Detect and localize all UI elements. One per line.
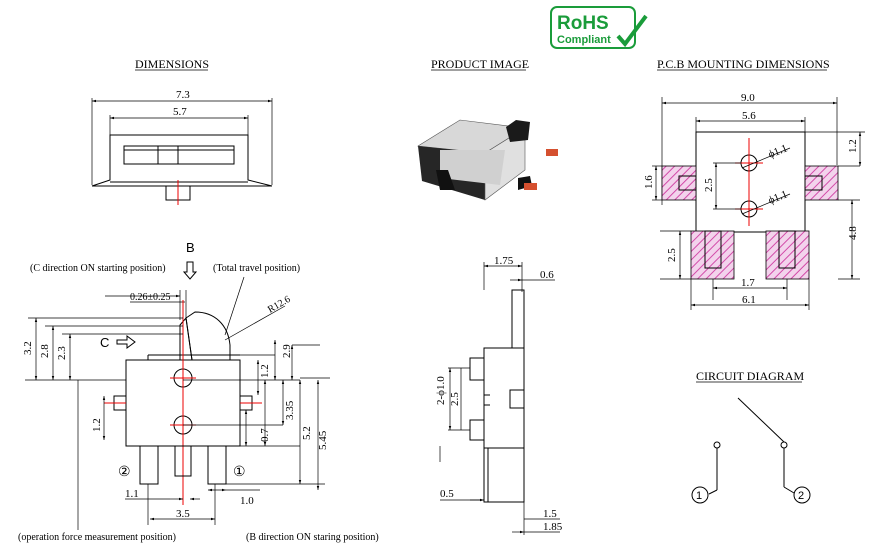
dim-1-0: 1.0 (240, 495, 254, 507)
top-view: 7.3 5.7 (91, 89, 273, 205)
phi-1: ϕ1.1 (767, 142, 790, 160)
dim-2-5a: 2.5 (703, 178, 715, 192)
dim-1-5: 1.5 (543, 508, 557, 520)
circuit-pin2: 2 (798, 490, 804, 502)
dim-2-3: 2.3 (56, 346, 68, 360)
dim-5-6: 5.6 (742, 110, 756, 122)
dim-0-7: 0.7 (259, 428, 271, 442)
heading-product-image: PRODUCT IMAGE (431, 57, 529, 71)
dim-6-1: 6.1 (742, 294, 756, 306)
pcb-view: 9.0 5.6 1.6 2.5 ϕ1.1 ϕ1.1 1.2 (643, 92, 865, 310)
b-on-label: (B direction ON staring position) (246, 532, 379, 543)
dim-5-2: 5.2 (301, 426, 313, 440)
heading-circuit: CIRCUIT DIAGRAM (696, 369, 804, 383)
tol-label: 0.26±0.25 (130, 292, 171, 303)
dim-1-7: 1.7 (741, 277, 755, 289)
front-view: B (C direction ON starting position) (To… (18, 240, 379, 543)
product-photo (417, 119, 558, 201)
side-view: 1.75 0.6 2-ϕ1.0 2.5 0.5 1.5 1.85 (435, 255, 563, 535)
arrow-right-icon (116, 335, 136, 349)
arrow-down-icon (182, 261, 198, 280)
c-on-label: (C direction ON starting position) (30, 263, 166, 274)
dim-1-2b: 1.2 (91, 418, 103, 432)
dir-c-label: C (100, 335, 109, 350)
rohs-logo: RoHS Compliant (550, 6, 648, 49)
heading-dimensions: DIMENSIONS (135, 57, 209, 71)
dim-3-2: 3.2 (22, 341, 34, 355)
dim-1-2a: 1.2 (259, 364, 271, 378)
dim-1-75: 1.75 (494, 255, 514, 267)
pin1-label: ① (233, 463, 246, 479)
circuit-diagram: 1 2 (691, 397, 811, 504)
dim-5-45: 5.45 (317, 430, 329, 450)
heading-pcb: P.C.B MOUNTING DIMENSIONS (657, 57, 830, 71)
dim-1-6: 1.6 (643, 175, 655, 189)
pin2-label: ② (118, 463, 131, 479)
pcb-pad (690, 230, 735, 280)
dim-3-35: 3.35 (284, 400, 296, 420)
total-travel-label: (Total travel position) (213, 263, 300, 274)
dim-2-8: 2.8 (39, 344, 51, 358)
circuit-pin1: 1 (696, 490, 702, 502)
dim-1-85: 1.85 (543, 521, 563, 533)
dim-0-6: 0.6 (540, 269, 554, 281)
dim-3-5: 3.5 (176, 508, 190, 520)
dim-top-inner: 5.7 (173, 106, 187, 118)
dim-1-2: 1.2 (847, 139, 859, 153)
dim-0-5: 0.5 (440, 488, 454, 500)
check-icon (616, 14, 648, 48)
pcb-pad (765, 230, 810, 280)
rohs-logo-title: RoHS (557, 13, 609, 34)
op-force-label: (operation force measurement position) (18, 532, 176, 543)
radius-label: R12.6 (266, 294, 292, 316)
phi-2: ϕ1.1 (767, 188, 790, 206)
dim-9-0: 9.0 (741, 92, 755, 104)
dim-top-total: 7.3 (176, 89, 190, 101)
dir-b-label: B (186, 240, 195, 255)
dim-2-phi: 2-ϕ1.0 (435, 376, 447, 405)
dim-4-8: 4.8 (847, 226, 859, 240)
dim-1-1: 1.1 (125, 488, 139, 500)
dim-2-5b: 2.5 (666, 248, 678, 262)
dim-2-9: 2.9 (281, 344, 293, 358)
rohs-logo-subtitle: Compliant (557, 34, 611, 46)
dim-2-5: 2.5 (449, 392, 461, 406)
